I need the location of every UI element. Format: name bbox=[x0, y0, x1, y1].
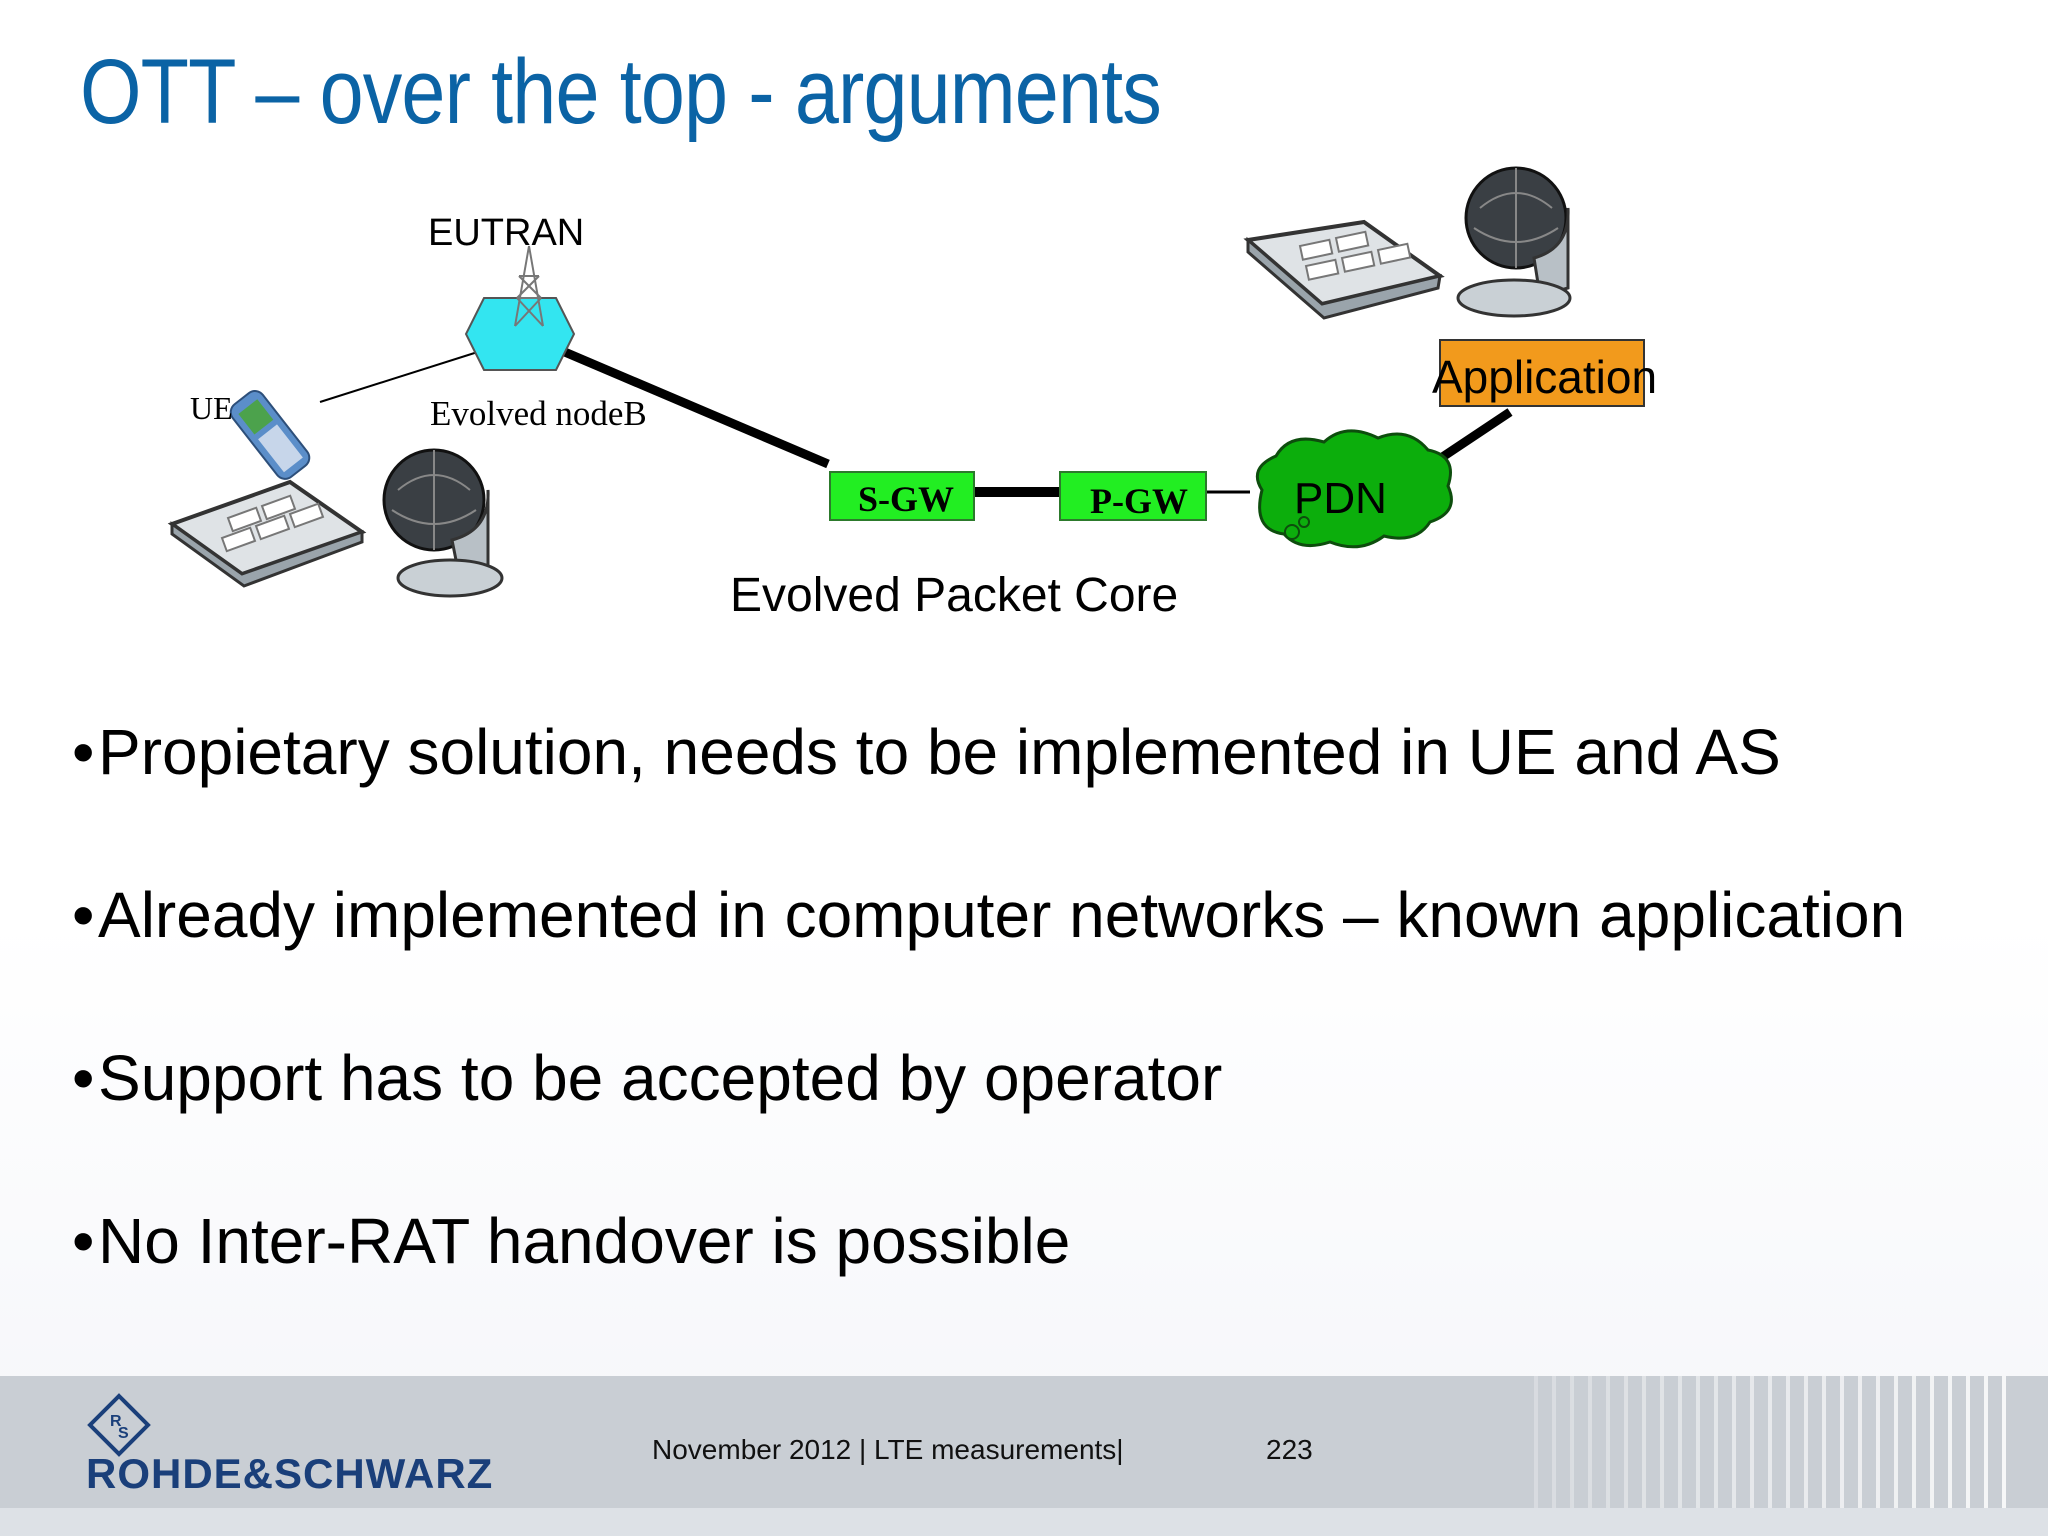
epc-label: Evolved Packet Core bbox=[730, 569, 1179, 622]
application-label: Application bbox=[1432, 351, 1658, 403]
bullet-text: No Inter-RAT handover is possible bbox=[98, 1205, 1071, 1277]
bullet-dot: • bbox=[72, 1042, 95, 1114]
pdn-cloud-icon bbox=[1255, 429, 1453, 549]
bullet-item: •Support has to be accepted by operator bbox=[72, 1046, 2032, 1128]
footer-bar bbox=[0, 1376, 2048, 1508]
svg-text:R: R bbox=[110, 1413, 122, 1430]
enodeb-sgw-link bbox=[558, 345, 830, 469]
pdn-label: PDN bbox=[1294, 474, 1387, 523]
footer-stripes bbox=[1520, 1376, 2020, 1508]
application-box bbox=[1439, 339, 1645, 407]
eutran-label: EUTRAN bbox=[428, 212, 585, 254]
pgw-label: P-GW bbox=[1090, 481, 1188, 521]
network-diagram: EUTRAN UE Evolved nodeB S-GW P-GW PDN Ap… bbox=[0, 150, 2048, 670]
bullet-dot: • bbox=[72, 1205, 95, 1277]
sgw-box bbox=[829, 471, 975, 521]
computer-right-icon bbox=[1243, 166, 1572, 320]
pgw-box bbox=[1059, 471, 1207, 521]
antenna-tower-icon bbox=[514, 245, 544, 327]
bullet-text: Support has to be accepted by operator bbox=[98, 1042, 1223, 1114]
company-logo: ROHDE&SCHWARZ bbox=[86, 1450, 494, 1497]
enodeb-icon bbox=[464, 245, 576, 371]
bullet-dot: • bbox=[72, 879, 95, 951]
svg-text:S: S bbox=[118, 1425, 129, 1442]
bottom-band bbox=[0, 1508, 2048, 1536]
enodeb-label: Evolved nodeB bbox=[430, 394, 647, 433]
ue-label: UE bbox=[190, 390, 233, 426]
rohde-schwarz-diamond-icon: R S bbox=[87, 1393, 151, 1457]
slide-title: OTT – over the top - arguments bbox=[80, 41, 1162, 143]
bullet-text: Propietary solution, needs to be impleme… bbox=[98, 716, 1781, 788]
bullet-item: •Propietary solution, needs to be implem… bbox=[72, 720, 2032, 802]
footer-date-topic: November 2012 | LTE measurements| bbox=[652, 1434, 1124, 1465]
bullet-list: •Propietary solution, needs to be implem… bbox=[72, 720, 2032, 1372]
bullet-item: •No Inter-RAT handover is possible bbox=[72, 1209, 2032, 1291]
computer-left-icon bbox=[167, 448, 504, 598]
bullet-item: •Already implemented in computer network… bbox=[72, 883, 2032, 965]
ue-phone-icon bbox=[229, 390, 311, 480]
bullet-dot: • bbox=[72, 716, 95, 788]
pdn-application-link bbox=[1435, 408, 1513, 464]
bullet-text: Already implemented in computer networks… bbox=[98, 879, 1906, 951]
ue-enodeb-link bbox=[319, 349, 485, 403]
page-number: 223 bbox=[1266, 1434, 1313, 1465]
sgw-label: S-GW bbox=[858, 479, 955, 519]
